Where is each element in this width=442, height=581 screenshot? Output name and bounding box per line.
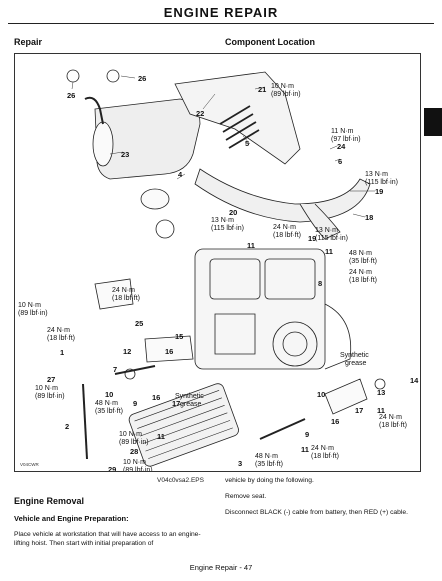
torque-label-10nm-a: 10 N·m(89 lbf·in) (271, 83, 301, 98)
torque-label-24nm-c: 24 N·m(18 lbf·ft) (112, 287, 140, 302)
exhaust-header-illustration (194, 168, 371, 223)
right-column-text: vehicle by doing the following. Remove s… (225, 476, 425, 524)
callout-14: 14 (410, 376, 419, 385)
torque-label-13nm-c: 13 N·m(115 lbf·in) (315, 227, 348, 242)
callout-18: 18 (365, 213, 373, 222)
callout-15: 15 (175, 332, 183, 341)
callout-27: 27 (47, 375, 55, 384)
callout-11b: 11 (325, 247, 333, 256)
torque-label-24nm-a: 24 N·m(18 lbf·ft) (273, 224, 301, 239)
engine-component-diagram: 26 26 21 22 5 23 24 6 19 4 20 18 19 11 1… (14, 53, 421, 472)
callout-11c: 11 (157, 432, 165, 441)
torque-label-48nm-a: 48 N·m(35 lbf·ft) (349, 250, 377, 265)
callout-3: 3 (238, 459, 242, 468)
callout-24: 24 (337, 142, 346, 151)
callout-21: 21 (258, 85, 266, 94)
torque-label-24nm-e: 24 N·m(18 lbf·ft) (311, 445, 339, 460)
engine-removal-heading: Engine Removal (14, 496, 85, 506)
callout-11e: 11 (301, 445, 309, 454)
callout-5: 5 (245, 139, 249, 148)
torque-label-48nm-b: 48 N·m(35 lbf·ft) (95, 400, 123, 415)
callout-22: 22 (196, 109, 204, 118)
torque-label-10nm-e: 10 N·m(89 lbf·in) (123, 459, 153, 471)
callout-23: 23 (121, 150, 129, 159)
callout-28: 28 (130, 447, 138, 456)
callout-26b: 26 (138, 74, 146, 83)
right-paragraph-3: Disconnect BLACK (-) cable from battery,… (225, 509, 408, 516)
torque-label-10nm-c: 10 N·m(89 lbf·in) (35, 385, 65, 400)
callout-6: 6 (338, 157, 342, 166)
callout-29: 29 (108, 465, 116, 471)
callout-12: 12 (123, 347, 131, 356)
callout-4: 4 (178, 170, 183, 179)
callout-11a: 11 (247, 241, 255, 250)
page-title: ENGINE REPAIR (163, 5, 279, 20)
torque-label-13nm-a: 13 N·m(115 lbf·in) (365, 171, 398, 186)
callout-17a: 17 (172, 399, 180, 408)
callout-10a: 10 (105, 390, 113, 399)
callout-11d: 11 (377, 406, 385, 415)
figure-caption: V04c0vsa2.EPS (157, 477, 204, 484)
right-paragraph-2: Remove seat. (225, 493, 267, 500)
torque-label-10nm-b: 10 N·m(89 lbf·in) (18, 302, 48, 317)
torque-label-10nm-d: 10 N·m(89 lbf·in) (119, 431, 149, 446)
engine-block-illustration (194, 248, 352, 370)
torque-label-11nm: 11 N·m(97 lbf·in) (331, 128, 361, 143)
figure-corner-code: V04CWR (20, 462, 39, 467)
radiator-guard-illustration (128, 383, 239, 467)
callout-10b: 10 (317, 390, 325, 399)
torque-label-24nm-b: 24 N·m(18 lbf·ft) (349, 269, 377, 284)
title-divider (8, 23, 434, 24)
left-bracket-illustration (94, 278, 134, 310)
callout-19b: 19 (308, 234, 316, 243)
callout-16a: 16 (165, 347, 173, 356)
callout-17b: 17 (355, 406, 363, 415)
page-footer: Engine Repair - 47 (189, 563, 253, 572)
left-section-heading: Repair (14, 37, 43, 47)
callout-26a: 26 (67, 91, 75, 100)
mount-bracket-illustration (144, 335, 194, 363)
tailpipe-illustration (84, 96, 104, 125)
right-mount-illustration (324, 378, 368, 415)
callout-20: 20 (229, 208, 237, 217)
right-section-heading: Component Location (225, 37, 315, 47)
torque-label-13nm-b: 13 N·m(115 lbf·in) (211, 217, 244, 232)
diagram-canvas: 26 26 21 22 5 23 24 6 19 4 20 18 19 11 1… (18, 69, 419, 471)
vehicle-prep-heading: Vehicle and Engine Preparation: (14, 514, 129, 523)
callout-1: 1 (60, 348, 64, 357)
callout-16c: 16 (331, 417, 339, 426)
callout-7: 7 (113, 365, 117, 374)
throttle-body-illustration (140, 188, 170, 210)
section-thumb-tab (424, 108, 442, 136)
callout-8: 8 (318, 279, 322, 288)
callout-16b: 16 (152, 393, 160, 402)
callout-25: 25 (135, 319, 143, 328)
callout-9b: 9 (305, 430, 309, 439)
callout-9: 9 (133, 399, 137, 408)
callout-2: 2 (65, 422, 69, 431)
right-paragraph-1: vehicle by doing the following. (225, 477, 314, 484)
torque-label-48nm-c: 48 N·m(35 lbf·ft) (255, 453, 283, 468)
heat-shield-illustration (174, 71, 301, 165)
callout-19a: 19 (375, 187, 383, 196)
torque-label-24nm-d: 24 N·m(18 lbf·ft) (47, 327, 75, 342)
prep-body-text: Place vehicle at workstation that will h… (14, 531, 201, 547)
callout-13: 13 (377, 388, 385, 397)
engine-mount-rod-illustration (82, 383, 88, 460)
torque-label-24nm-f: 24 N·m(18 lbf·ft) (379, 414, 407, 429)
